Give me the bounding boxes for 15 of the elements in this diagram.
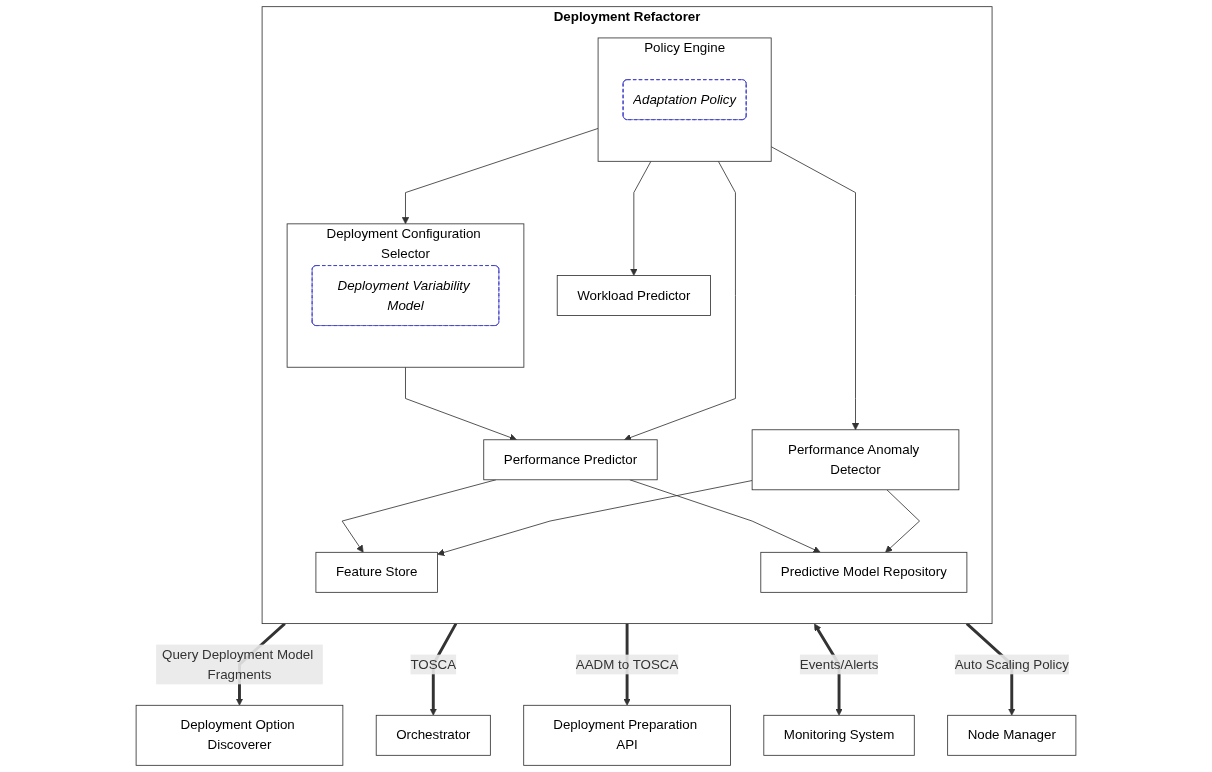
edge-label: Auto Scaling Policy: [954, 656, 1069, 672]
node-box: Predictive Model Repository: [760, 551, 968, 593]
node-box: Node Manager: [947, 714, 1077, 756]
node-box: Performance Predictor: [483, 439, 658, 481]
node-box: Monitoring System: [763, 714, 915, 756]
edge-label: TOSCA: [410, 656, 457, 672]
node-box: Deployment Preparation API: [523, 704, 731, 766]
edge-label: Query Deployment Model Fragments: [162, 646, 314, 682]
node-box: Workload Predictor: [556, 275, 711, 316]
edge-label: AADM to TOSCA: [575, 656, 679, 672]
node-box: Deployment Option Discoverer: [135, 704, 344, 766]
node-box: Orchestrator: [375, 714, 491, 756]
node-box: Performance Anomaly Detector: [751, 429, 960, 491]
edge-label: Events/Alerts: [799, 656, 879, 672]
node-box: Feature Store: [315, 551, 438, 593]
